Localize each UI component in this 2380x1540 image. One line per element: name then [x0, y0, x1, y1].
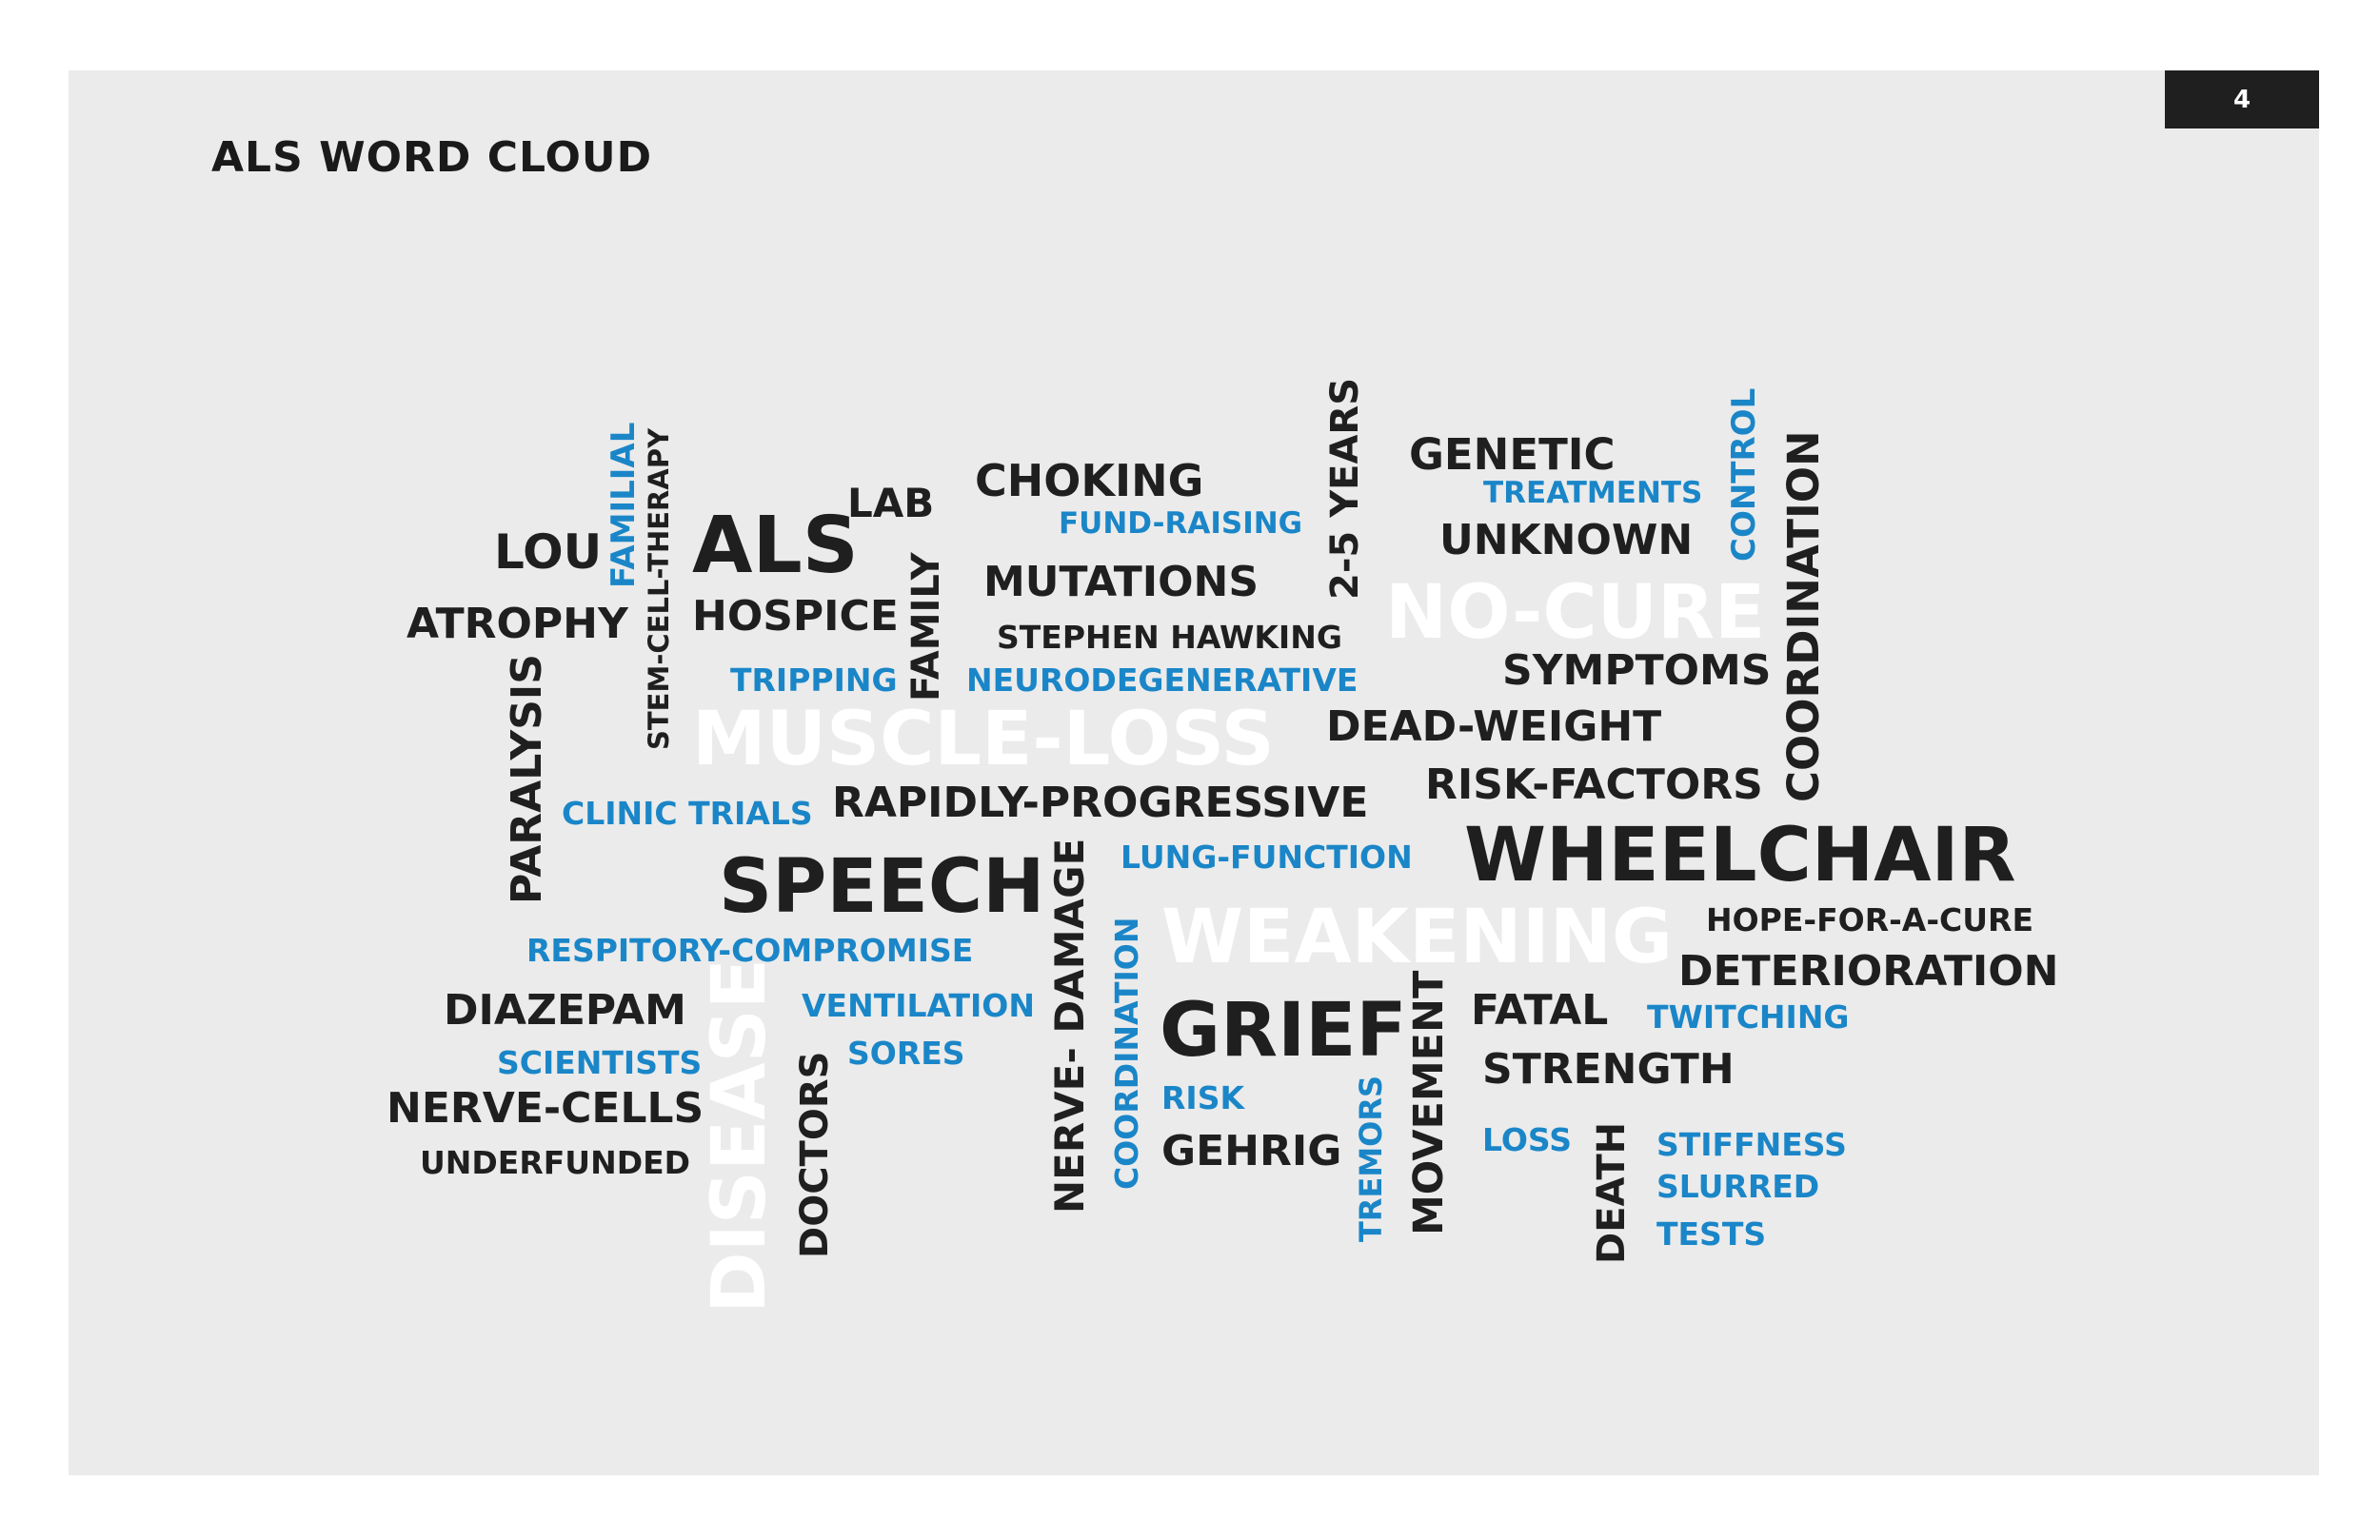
word-doctors: DOCTORS [793, 1051, 837, 1258]
word-atrophy: ATROPHY [407, 600, 628, 648]
word-loss: LOSS [1482, 1121, 1572, 1158]
word-speech: SPEECH [719, 844, 1045, 930]
word-ventilation: VENTILATION [802, 987, 1035, 1024]
word-stem-cell-therapy: STEM-CELL-THERAPY [643, 427, 675, 750]
word-choking: CHOKING [975, 455, 1204, 506]
word-neurodegenerative: NEURODEGENERATIVE [966, 661, 1359, 699]
word-paralysis: PARALYSIS [503, 654, 551, 904]
word-diazepam: DIAZEPAM [444, 986, 686, 1035]
word-weakening: WEAKENING [1161, 895, 1674, 980]
word-no-cure: NO-CURE [1385, 570, 1766, 656]
word-dead-weight: DEAD-WEIGHT [1326, 702, 1662, 751]
word-grief: GRIEF [1160, 988, 1407, 1074]
word-nerve-damage: NERVE- DAMAGE [1046, 838, 1093, 1214]
word-2-5-years: 2-5 YEARS [1323, 377, 1367, 600]
word-underfunded: UNDERFUNDED [420, 1144, 691, 1181]
word-death: DEATH [1590, 1121, 1634, 1264]
word-als: ALS [692, 501, 859, 591]
word-fund-raising: FUND-RAISING [1059, 506, 1303, 541]
word-rapidly-progressive: RAPIDLY-PROGRESSIVE [832, 779, 1369, 827]
word-clinic-trials: CLINIC TRIALS [562, 795, 813, 832]
word-deterioration: DETERIORATION [1678, 947, 2059, 996]
word-tremors: TREMORS [1353, 1075, 1389, 1242]
word-genetic: GENETIC [1409, 429, 1616, 480]
word-respitory-compromise: RESPITORY-COMPROMISE [526, 932, 974, 969]
page-number-badge: 4 [2165, 70, 2319, 128]
word-risk: RISK [1161, 1079, 1245, 1116]
word-fatal: FATAL [1471, 986, 1609, 1035]
word-twitching: TWITCHING [1647, 998, 1850, 1036]
word-nerve-cells: NERVE-CELLS [387, 1084, 704, 1133]
word-family: FAMILY [904, 552, 948, 701]
word-unknown: UNKNOWN [1439, 516, 1694, 564]
word-slurred: SLURRED [1656, 1168, 1820, 1205]
word-movement: MOVEMENT [1405, 970, 1453, 1235]
word-lou: LOU [494, 524, 603, 580]
word-muscle-loss: MUSCLE-LOSS [692, 697, 1275, 782]
word-symptoms: SYMPTOMS [1502, 646, 1772, 695]
word-lung-function: LUNG-FUNCTION [1121, 839, 1413, 876]
slide-background [69, 70, 2319, 1475]
word-treatments: TREATMENTS [1483, 476, 1703, 510]
word-strength: STRENGTH [1482, 1045, 1735, 1094]
word-gehrig: GEHRIG [1161, 1127, 1342, 1175]
word-coordination-mid: COORDINATION [1108, 917, 1145, 1190]
word-disease: DISEASE [697, 958, 783, 1313]
word-familial: FAMILIAL [605, 422, 643, 588]
word-wheelchair: WHEELCHAIR [1464, 813, 2016, 898]
word-stiffness: STIFFNESS [1656, 1126, 1847, 1163]
word-control: CONTROL [1725, 387, 1763, 562]
word-hope-for-a-cure: HOPE-FOR-A-CURE [1706, 901, 2034, 938]
word-mutations: MUTATIONS [983, 558, 1259, 606]
word-lab: LAB [847, 480, 935, 526]
word-risk-factors: RISK-FACTORS [1425, 760, 1763, 809]
word-tripping: TRIPPING [730, 661, 898, 699]
page-title: ALS WORD CLOUD [211, 133, 653, 182]
word-hospice: HOSPICE [692, 592, 899, 641]
word-stephen-hawking: STEPHEN HAWKING [997, 619, 1342, 656]
word-tests: TESTS [1656, 1215, 1767, 1253]
word-coordination-right: COORDINATION [1778, 430, 1829, 802]
word-scientists: SCIENTISTS [497, 1044, 703, 1081]
word-sores: SORES [847, 1035, 965, 1072]
